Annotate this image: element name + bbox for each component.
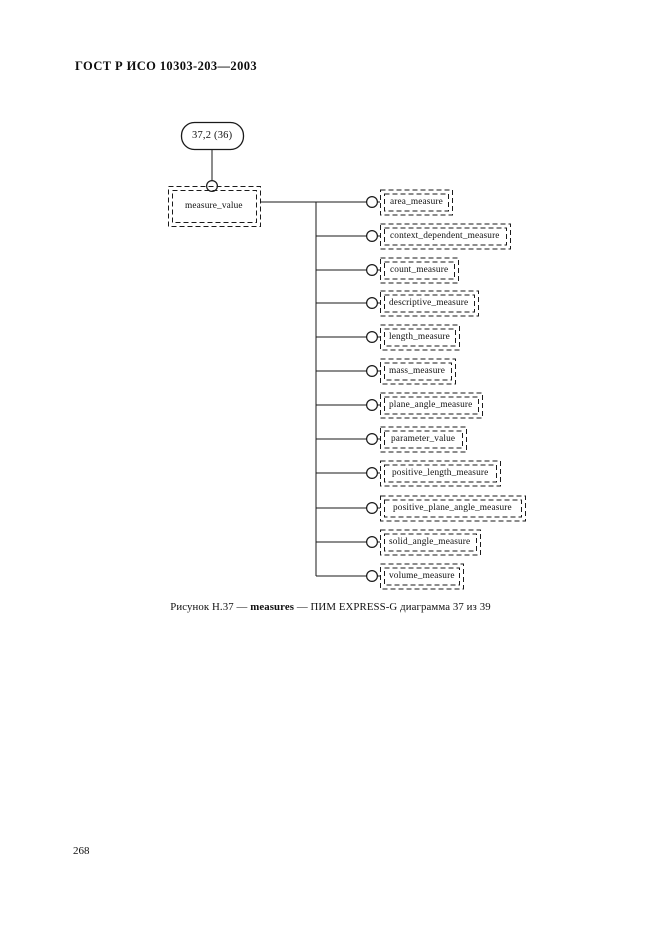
root-node-label: measure_value <box>185 201 243 211</box>
node-box-6-outer <box>380 392 483 419</box>
node-box-3-outer <box>380 290 479 317</box>
node-box-4 <box>380 324 460 351</box>
document-header: ГОСТ Р ИСО 10303-203—2003 <box>75 59 258 73</box>
node-box-8-inner <box>384 464 497 483</box>
relationship-circle-3 <box>366 297 379 310</box>
relationship-circle-4 <box>366 331 379 344</box>
node-group-4 <box>316 324 460 351</box>
node-group-2 <box>316 257 459 284</box>
node-box-10-inner <box>384 533 477 552</box>
root-node-box-inner <box>172 190 257 223</box>
node-box-6 <box>380 392 483 419</box>
node-box-9-inner <box>384 499 522 518</box>
diagram-canvas <box>168 121 526 590</box>
relationship-circle-8 <box>366 467 379 480</box>
node-box-11 <box>380 563 464 590</box>
relationship-circle-1 <box>366 230 379 243</box>
caption-suffix: — ПИМ EXPRESS-G диаграмма 37 из 39 <box>294 601 491 613</box>
node-box-11-inner <box>384 567 460 586</box>
node-group-10 <box>316 529 481 556</box>
node-box-3 <box>380 290 479 317</box>
node-box-5-inner <box>384 362 452 381</box>
node-box-0-outer <box>380 189 453 216</box>
node-label-5: mass_measure <box>389 366 446 376</box>
relationship-circle-0 <box>366 196 379 209</box>
node-box-2-outer <box>380 257 459 284</box>
node-box-4-inner <box>384 328 456 347</box>
relationship-circle-7 <box>366 433 379 446</box>
node-label-4: length_measure <box>389 332 450 342</box>
node-label-7: parameter_value <box>391 434 456 444</box>
relationship-circle-2 <box>366 264 379 277</box>
node-box-0 <box>380 189 453 216</box>
node-group-7 <box>316 426 467 453</box>
root-node-box <box>168 186 261 227</box>
node-group-5 <box>316 358 456 385</box>
node-label-2: count_measure <box>390 265 449 275</box>
relationship-circle-11 <box>366 569 379 582</box>
root-node-box-outer <box>168 186 261 227</box>
node-box-1 <box>380 223 511 250</box>
relationship-circle-10 <box>366 535 379 548</box>
node-box-2 <box>380 257 459 284</box>
node-box-1-outer <box>380 223 511 250</box>
node-label-8: positive_length_measure <box>392 468 489 478</box>
node-group-0 <box>316 189 453 216</box>
node-label-10: solid_angle_measure <box>389 537 471 547</box>
node-box-0-inner <box>384 193 449 212</box>
node-label-11: volume_measure <box>389 571 455 581</box>
caption-emphasis: measures <box>250 601 295 613</box>
node-box-2-inner <box>384 261 455 280</box>
page-number: 268 <box>73 845 90 857</box>
figure-caption: Рисунок Н.37 — measures — ПИМ EXPRESS-G … <box>0 601 661 613</box>
node-label-3: descriptive_measure <box>389 298 469 308</box>
node-box-9-outer <box>380 495 526 522</box>
relationship-circle-9 <box>366 502 379 515</box>
relationship-circle-5 <box>366 365 379 378</box>
node-group-8 <box>316 460 501 487</box>
node-box-4-outer <box>380 324 460 351</box>
node-box-10-outer <box>380 529 481 556</box>
node-group-1 <box>316 223 511 250</box>
relationship-circle-6 <box>366 399 379 412</box>
node-box-3-inner <box>384 294 475 313</box>
node-box-10 <box>380 529 481 556</box>
node-label-9: positive_plane_angle_measure <box>393 503 512 513</box>
node-group-3 <box>316 290 479 317</box>
node-box-7-outer <box>380 426 467 453</box>
node-box-11-outer <box>380 563 464 590</box>
caption-prefix: Рисунок Н.37 — <box>170 601 251 613</box>
node-label-6: plane_angle_measure <box>389 400 473 410</box>
node-label-0: area_measure <box>390 197 443 207</box>
node-box-5-outer <box>380 358 456 385</box>
node-label-1: context_dependent_measure <box>390 231 500 241</box>
node-group-6 <box>316 392 483 419</box>
node-group-11 <box>316 563 464 590</box>
node-box-8 <box>380 460 501 487</box>
node-box-8-outer <box>380 460 501 487</box>
node-box-7 <box>380 426 467 453</box>
node-box-1-inner <box>384 227 507 246</box>
node-box-5 <box>380 358 456 385</box>
node-box-9 <box>380 495 526 522</box>
page-reference-label: 37,2 (36) <box>192 130 233 141</box>
node-group-9 <box>316 495 526 522</box>
